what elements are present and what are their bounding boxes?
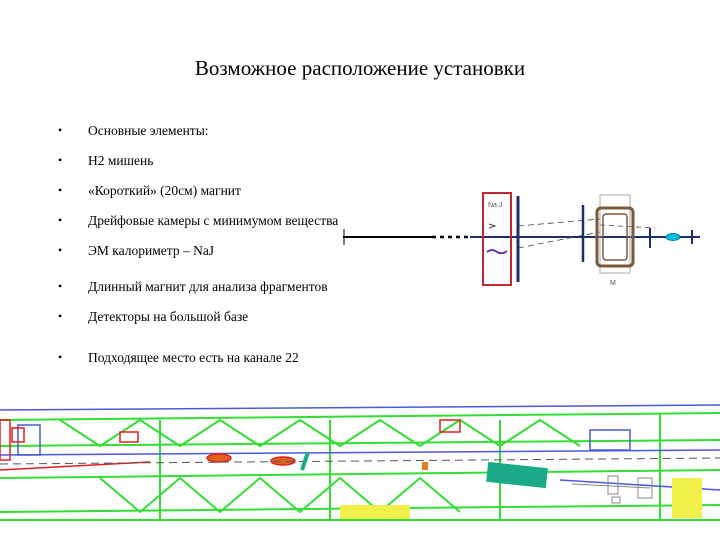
track-upper [517,218,601,227]
beam-dump-marker [665,233,681,241]
track-lower [517,231,601,249]
floorplan-green-marker [300,451,310,471]
slide-title: Возможное расположение установки [194,56,526,80]
magnet-outline [599,194,631,274]
bullet-beam-channel: Подходящее место есть на канале 22 [56,348,346,367]
floorplan-teal-block [486,461,548,489]
target-marker [488,223,497,229]
bullet-main-elements: Основные элементы: [56,121,346,140]
magnet-frame-inner [602,213,628,261]
floorplan-green-structure [0,412,720,521]
bullet-short-magnet: «Короткий» (20см) магнит [56,181,346,200]
bullet-long-magnet: Длинный магнит для анализа фрагментов [56,277,346,296]
naj-calorimeter-box [482,192,512,286]
bullet-drift-chambers: Дрейфовые камеры с минимумом вещества [56,211,346,230]
floorplan-red-elements [0,419,461,471]
target-scribble [486,249,508,255]
bullet-long-base-detectors: Детекторы на большой базе [56,307,346,326]
bullet-em-calorimeter: ЭМ калориметр – NaJ [56,241,346,260]
floorplan-beam-line [0,457,720,465]
floorplan-gray-sketch [571,475,653,504]
naj-calorimeter-label: Na J [488,202,502,209]
magnet-frame-outer [595,206,635,268]
floorplan-orange-marker [422,462,428,470]
magnet-label: M [610,280,616,287]
floorplan-yellow-block-right [672,478,702,518]
bullet-list: Основные элементы: H2 мишень «Короткий» … [56,121,346,367]
floorplan-yellow-block [340,505,410,519]
bullet-h2-target: H2 мишень [56,151,346,170]
